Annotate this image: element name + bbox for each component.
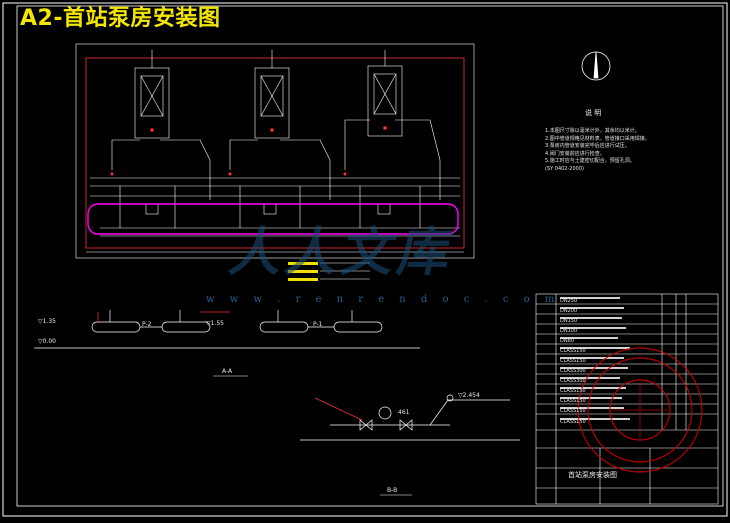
table-text-marks: [560, 297, 630, 420]
material-table: [535, 293, 719, 505]
watermark-logo: 人人文库: [224, 222, 462, 283]
elevation-label: ▽0.00: [38, 338, 56, 345]
notes-line: 5.施工时应与土建密切配合，预留孔洞。: [545, 158, 635, 164]
notes-block: 说 明 1.本图尺寸除以毫米计外，其余均以米计。 2.图中管道规格见材料表，管道…: [545, 109, 650, 173]
pump-unit-3: [367, 50, 403, 137]
inner-border: [16, 5, 724, 507]
elevation-label: ▽1.35: [38, 318, 56, 325]
pump-label-p1: P-1: [313, 321, 323, 328]
pump-unit-2: [254, 50, 290, 139]
pump-unit-1: [134, 50, 170, 139]
plan-frame: [75, 43, 475, 259]
table-cell: CLASS150: [560, 358, 586, 364]
table-cell: DN100: [560, 328, 578, 334]
drawing-title: A2-首站泵房安装图: [20, 6, 221, 31]
notes-line: 1.本图尺寸除以毫米计外，其余均以米计。: [545, 128, 640, 134]
table-cell: CLASS300: [560, 378, 586, 384]
plan-view: [75, 43, 475, 259]
table-cell: CLASS300: [560, 368, 586, 374]
pump-label-p2: P-2: [142, 321, 152, 328]
table-cell: DN250: [560, 298, 578, 304]
table-cell: CLASS150: [560, 419, 586, 425]
valve-mark: 461: [398, 409, 410, 416]
elevation-label: ▽2.454: [458, 392, 480, 399]
north-arrow: [581, 51, 611, 81]
red-markers: [110, 126, 387, 176]
table-cell: CLASS150: [560, 388, 586, 394]
watermark-url: w w w . r e n r e n d o c . c o m: [206, 294, 561, 305]
notes-line: 3.泵房内管道安装完毕后应进行试压。: [545, 143, 630, 149]
section-label-bb: B-B: [387, 487, 398, 494]
section-bb: [300, 394, 520, 441]
table-cell: CLASS150: [560, 408, 586, 414]
table-cell: DN200: [560, 308, 578, 314]
notes-line: (SY 0402-2000): [545, 165, 584, 172]
plan-yellow-labels: [288, 262, 318, 281]
notes-heading: 说 明: [585, 109, 602, 117]
title-block-project: 首站泵房安装图: [568, 471, 617, 479]
highlight-pipe-loop: [87, 203, 459, 235]
notes-line: 4.阀门安装前应进行检查。: [545, 150, 605, 157]
table-cell: DN150: [560, 318, 578, 324]
notes-line: 2.图中管道规格见材料表，管道接口采用焊接。: [545, 135, 650, 142]
table-cell: CLASS150: [560, 398, 586, 404]
outer-border: [2, 2, 728, 517]
section-label-aa: A-A: [222, 368, 233, 375]
table-cell: CLASS150: [560, 348, 586, 354]
approval-stamp: [577, 347, 703, 473]
elevation-label: ▽1.55: [206, 320, 224, 327]
table-cell: DN80: [560, 338, 574, 344]
legend-lines: [320, 262, 370, 280]
building-outline: [85, 57, 465, 249]
section-aa: [34, 310, 420, 349]
